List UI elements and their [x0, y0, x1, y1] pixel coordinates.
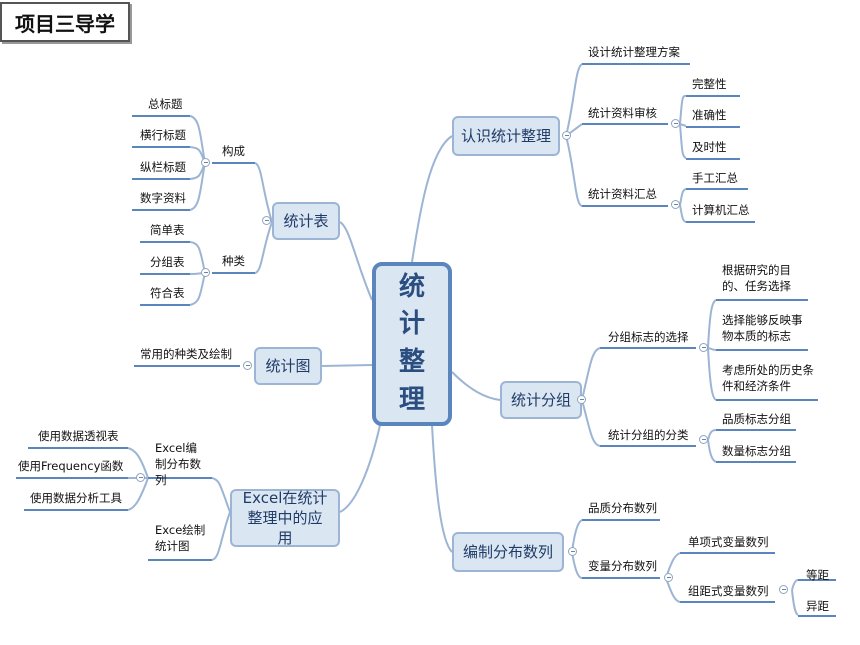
leaf-graph-types: 常用的种类及绘制	[140, 347, 232, 361]
collapse-toggle-icon[interactable]	[136, 473, 145, 482]
leaf-interval-equal: 等距	[806, 568, 829, 582]
leaf-structure-column: 纵栏标题	[140, 160, 186, 174]
branch-table[interactable]: 统计表	[272, 202, 340, 240]
central-char-1: 统	[398, 271, 425, 302]
leaf-audit-accurate: 准确性	[692, 108, 727, 122]
collapse-toggle-icon[interactable]	[201, 158, 210, 167]
leaf-structure-row: 横行标题	[140, 128, 186, 142]
leaf-classify-quality: 品质标志分组	[722, 412, 791, 426]
leaf-type-simple: 简单表	[150, 223, 185, 237]
page-title: 项目三导学	[0, 2, 130, 42]
collapse-toggle-icon[interactable]	[243, 361, 252, 370]
collapse-toggle-icon[interactable]	[699, 435, 708, 444]
node-dist-interval: 组距式变量数列	[688, 584, 769, 598]
node-excel-dist: Excel编制分布数列	[155, 441, 201, 488]
leaf-dist-single: 单项式变量数列	[688, 535, 769, 549]
leaf-classify-quantity: 数量标志分组	[722, 444, 791, 458]
node-group-select: 分组标志的选择	[608, 330, 689, 344]
leaf-select-history: 考虑所处的历史条件和经济条件	[722, 363, 814, 394]
branch-distribution[interactable]: 编制分布数列	[452, 532, 564, 572]
leaf-structure-title: 总标题	[148, 97, 183, 111]
collapse-toggle-icon[interactable]	[201, 268, 210, 277]
leaf-type-compound: 符合表	[150, 286, 185, 300]
leaf-excel-frequency: 使用Frequency函数	[18, 459, 124, 473]
leaf-select-essence: 选择能够反映事物本质的标志	[722, 313, 803, 344]
node-structure: 构成	[222, 144, 245, 158]
collapse-toggle-icon[interactable]	[577, 395, 586, 404]
collapse-toggle-icon[interactable]	[562, 131, 571, 140]
leaf-plan: 设计统计整理方案	[588, 45, 680, 59]
leaf-summary-manual: 手工汇总	[692, 171, 738, 185]
central-char-4: 理	[398, 384, 425, 415]
leaf-audit-timely: 及时性	[692, 140, 727, 154]
collapse-toggle-icon[interactable]	[671, 200, 680, 209]
leaf-audit-complete: 完整性	[692, 77, 727, 91]
branch-excel[interactable]: Excel在统计整理中的应用	[230, 489, 340, 547]
branch-recognize[interactable]: 认识统计整理	[452, 116, 560, 156]
collapse-toggle-icon[interactable]	[779, 585, 788, 594]
branch-grouping[interactable]: 统计分组	[500, 381, 582, 419]
node-group-classify: 统计分组的分类	[608, 428, 689, 442]
leaf-excel-analysis: 使用数据分析工具	[30, 491, 122, 505]
node-audit: 统计资料审核	[588, 106, 657, 120]
node-types: 种类	[222, 254, 245, 268]
collapse-toggle-icon[interactable]	[699, 343, 708, 352]
central-topic[interactable]: 统 计 整 理	[372, 262, 452, 426]
leaf-summary-computer: 计算机汇总	[692, 203, 750, 217]
branch-graph[interactable]: 统计图	[254, 347, 322, 385]
leaf-type-group: 分组表	[150, 255, 185, 269]
node-summary: 统计资料汇总	[588, 187, 657, 201]
central-char-3: 整	[398, 347, 425, 377]
leaf-dist-quality: 品质分布数列	[588, 501, 657, 515]
collapse-toggle-icon[interactable]	[262, 216, 271, 225]
node-dist-variable: 变量分布数列	[588, 559, 657, 573]
leaf-interval-unequal: 异距	[806, 599, 829, 613]
leaf-select-purpose: 根据研究的目的、任务选择	[722, 263, 791, 294]
collapse-toggle-icon[interactable]	[568, 547, 577, 556]
collapse-toggle-icon[interactable]	[671, 119, 680, 128]
leaf-excel-pivot: 使用数据透视表	[38, 429, 119, 443]
node-excel-chart: Exce绘制统计图	[155, 523, 206, 554]
central-char-2: 计	[398, 309, 425, 340]
collapse-toggle-icon[interactable]	[664, 573, 673, 582]
leaf-structure-data: 数字资料	[140, 191, 186, 205]
